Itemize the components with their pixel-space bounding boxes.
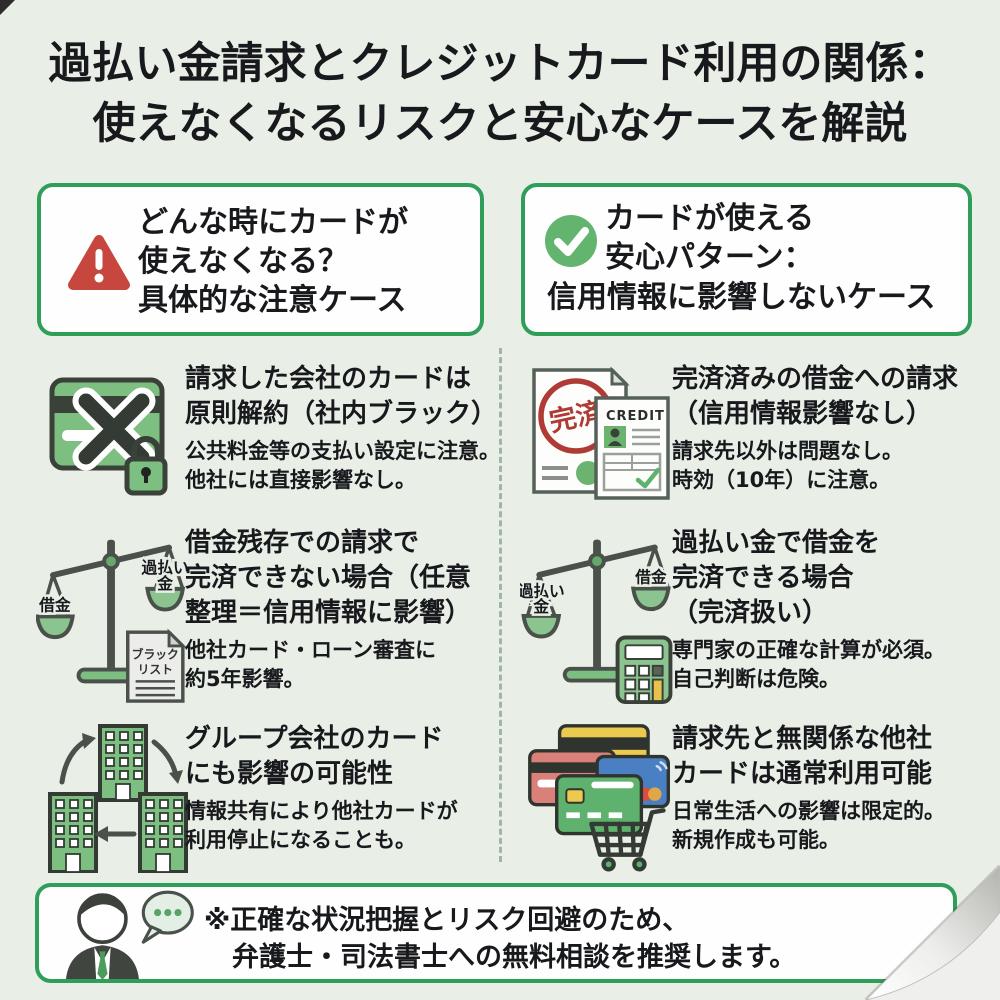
right-pan-label: 借金 xyxy=(634,568,667,587)
item-heading: 過払い金で借金を 完済できる場合 （完済扱い） xyxy=(672,528,881,628)
item-body: 情報共有により他社カードが 利用停止になることも。 xyxy=(185,799,458,852)
left-pan-label: 借金 xyxy=(38,596,71,615)
credit-card-title: CREDIT xyxy=(606,409,665,424)
safe-item-2: 過払い金で借金を 完済できる場合 （完済扱い） 専門家の正確な計算が必須。 自己… xyxy=(672,526,988,694)
risk-header-text: どんな時にカードが 使えなくなる？ 具体的な注意ケース xyxy=(138,205,408,318)
page-title: 過払い金請求とクレジットカード利用の関係： 使えなくなるリスクと安心なケースを解… xyxy=(48,39,952,149)
item-body: 専門家の正確な計算が必須。 自己判断は危険。 xyxy=(672,638,945,691)
page-curl xyxy=(864,864,1000,1000)
consultation-note-box: ※正確な状況把握とリスク回避のため、 弁護士・司法書士への無料相談を推奨します。 xyxy=(35,883,957,983)
risk-header-box: どんな時にカードが 使えなくなる？ 具体的な注意ケース xyxy=(37,183,484,336)
safe-header-text-bottom: 信用情報に影響しないケース xyxy=(547,280,936,315)
item-body: 他社カード・ローン審査に 約5年影響。 xyxy=(185,638,436,691)
left-pan-label-2: 金 xyxy=(532,597,549,616)
check-circle-icon xyxy=(545,215,597,267)
item-heading: 借金残存での請求で 完済できない場合（任意 整理＝信用情報に影響） xyxy=(185,528,472,628)
right-pan-label-1: 過払い xyxy=(142,558,188,577)
cards-cart-icon xyxy=(528,724,670,872)
risk-item-1: 請求した会社のカードは 原則解約（社内ブラック） 公共料金等の支払い設定に注意。… xyxy=(185,362,501,495)
item-body: 公共料金等の支払い設定に注意。 他社には直接影響なし。 xyxy=(185,439,500,492)
group-companies-icon xyxy=(48,724,188,873)
blacklist-doc-label-1: ブラック xyxy=(132,648,179,662)
locked-card-icon xyxy=(49,377,168,496)
item-heading: 請求した会社のカードは 原則解約（社内ブラック） xyxy=(185,364,498,429)
safe-item-1: 完済済みの借金への請求 （信用情報影響なし） 請求先以外は問題なし。 時効（10… xyxy=(672,362,988,495)
item-heading: 完済済みの借金への請求 （信用情報影響なし） xyxy=(672,364,959,429)
warning-triangle-icon xyxy=(68,235,130,290)
paid-documents-icon: 完済 CREDIT xyxy=(532,366,670,500)
scale-calculator-icon: 過払い 金 借金 xyxy=(520,539,673,705)
right-pan-label-2: 金 xyxy=(156,574,173,593)
consultant-person-icon xyxy=(66,890,194,979)
item-body: 請求先以外は問題なし。 時効（10年）に注意。 xyxy=(672,439,903,492)
scale-blacklist-icon: ブラック リスト 借金 過払い 金 xyxy=(36,539,188,703)
left-pan-label-1: 過払い xyxy=(520,581,565,600)
item-heading: グループ会社のカード にも影響の可能性 xyxy=(185,724,444,789)
consultation-note-line2: 弁護士・司法書士への無料相談を推奨します。 xyxy=(232,942,797,973)
safe-header-box: カードが使える 安心パターン： 信用情報に影響しないケース xyxy=(521,183,972,336)
consultation-note-text: ※正確な状況把握とリスク回避のため、 弁護士・司法書士への無料相談を推奨します。 xyxy=(204,902,796,976)
risk-item-2: 借金残存での請求で 完済できない場合（任意 整理＝信用情報に影響） 他社カード・… xyxy=(185,526,501,694)
top-left-fold xyxy=(0,0,15,15)
consultation-note-line1: ※正確な状況把握とリスク回避のため、 xyxy=(204,905,690,936)
blacklist-doc-label-2: リスト xyxy=(138,663,173,677)
item-body: 日常生活への影響は限定的。 新規作成も可能。 xyxy=(672,799,945,852)
column-divider xyxy=(499,348,502,862)
safe-header-text-top: カードが使える 安心パターン： xyxy=(605,201,815,275)
item-heading: 請求先と無関係な他社 カードは通常利用可能 xyxy=(672,724,933,789)
safe-item-3: 請求先と無関係な他社 カードは通常利用可能 日常生活への影響は限定的。 新規作成… xyxy=(672,722,988,855)
risk-item-3: グループ会社のカード にも影響の可能性 情報共有により他社カードが 利用停止にな… xyxy=(185,722,501,855)
